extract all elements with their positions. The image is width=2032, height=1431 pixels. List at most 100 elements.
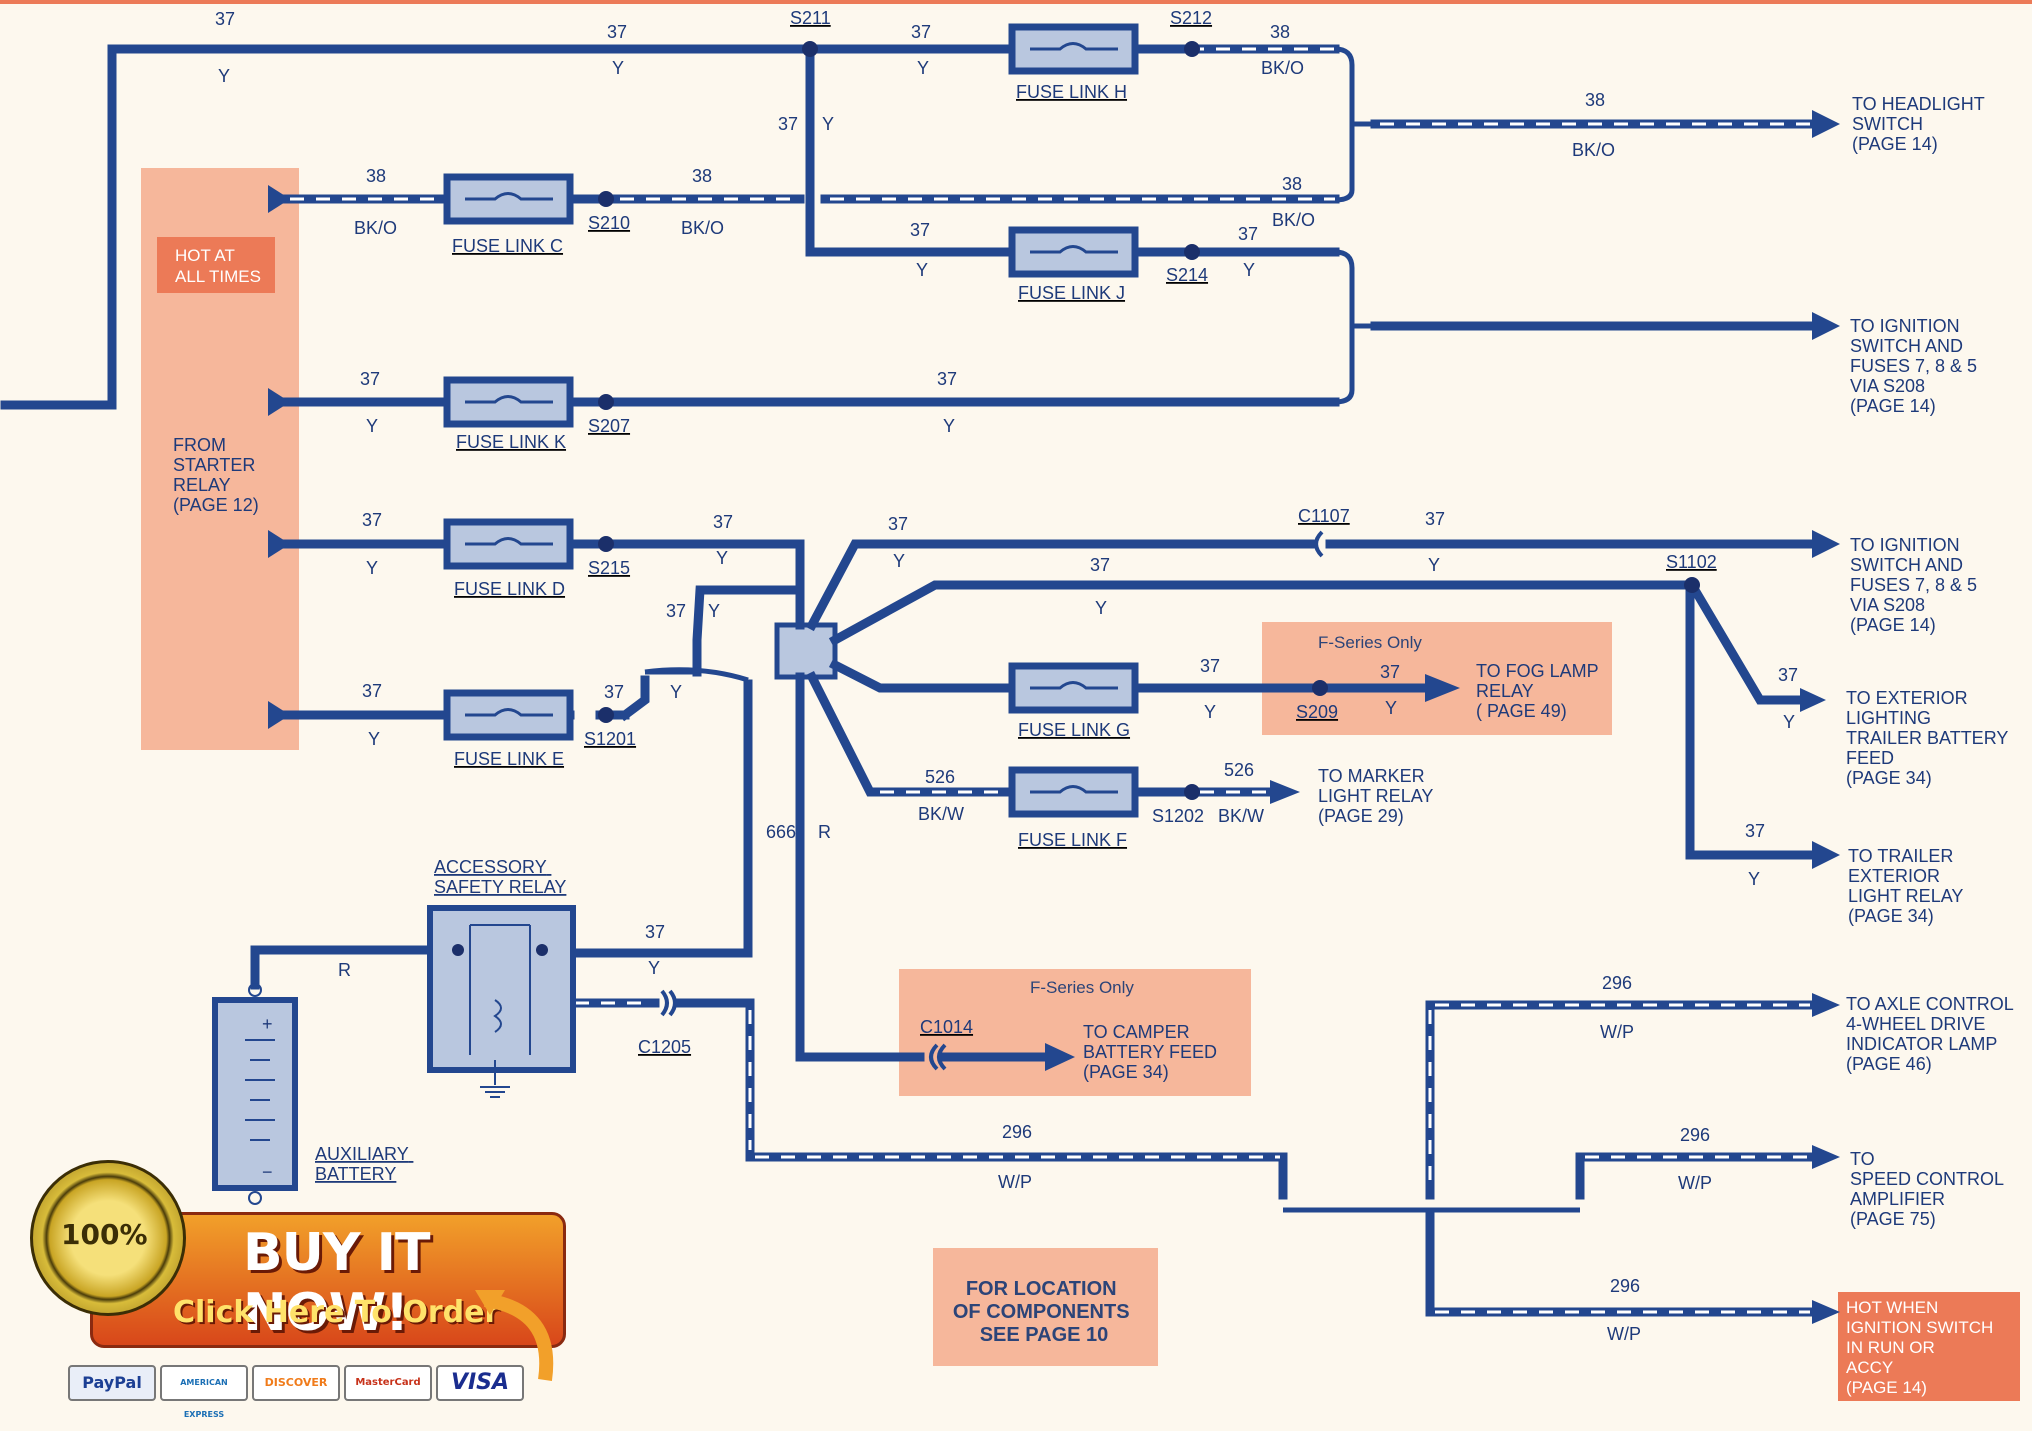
- arrow-ignition-2: [1812, 530, 1840, 558]
- wire-color: W/P: [1607, 1324, 1641, 1344]
- wire-num: 37: [1380, 662, 1400, 682]
- wire-color: Y: [366, 558, 378, 578]
- splice-dot-s214: [1184, 244, 1200, 260]
- wire-color: Y: [1748, 869, 1760, 889]
- wire-num: 37: [910, 220, 930, 240]
- wire-color: Y: [822, 114, 834, 134]
- location-note-panel: [933, 1248, 1158, 1366]
- splice-dot-s1102: [1684, 577, 1700, 593]
- feed-arrow-d: [268, 530, 290, 558]
- wire-num: 38: [1270, 22, 1290, 42]
- wire-num: 37: [215, 9, 235, 29]
- camper-fseries-note: F-Series Only: [1030, 978, 1134, 997]
- visa-logo[interactable]: VISA: [436, 1365, 524, 1401]
- auxiliary-battery: [212, 983, 298, 1205]
- paypal-logo[interactable]: PayPal: [68, 1365, 156, 1401]
- discover-logo[interactable]: DISCOVER: [252, 1365, 340, 1401]
- dest-axle-control: TO AXLE CONTROL 4-WHEEL DRIVE INDICATOR …: [1846, 994, 2018, 1074]
- splice-dot-s211: [802, 41, 818, 57]
- connector-c1014-label: C1014: [920, 1017, 973, 1037]
- connector-c1107-label: C1107: [1298, 506, 1350, 526]
- wire-37-top-feed: [0, 44, 815, 410]
- fuse-link-c-label: FUSE LINK C: [452, 236, 563, 256]
- junction-block: [774, 622, 838, 680]
- buy-it-now-ad[interactable]: BUY IT NOW! Click Here To Order 100% Pay…: [30, 1160, 570, 1419]
- wire-num: 38: [1282, 174, 1302, 194]
- fuse-link-e-label: FUSE LINK E: [454, 749, 564, 769]
- feed-arrow-c: [268, 185, 290, 213]
- top-border: [0, 0, 2032, 4]
- wire-color: Y: [893, 551, 905, 571]
- splice-s1201: S1201: [584, 729, 636, 749]
- dest-hot-when: HOT WHEN IGNITION SWITCH IN RUN OR ACCY …: [1846, 1298, 1998, 1397]
- wire-37-to-s1102: [828, 580, 1695, 647]
- splice-dot-s1202: [1184, 784, 1200, 800]
- wire-color: Y: [1243, 260, 1255, 280]
- arrow-marker: [1270, 780, 1300, 804]
- fuse-link-h: [1008, 23, 1139, 75]
- hot-at-all-times-badge: [157, 237, 275, 293]
- feed-arrow-e: [268, 701, 290, 729]
- wire-num: 37: [888, 514, 908, 534]
- wire-296-to-junction: [675, 998, 1288, 1200]
- fuse-link-f: [1008, 766, 1139, 818]
- splice-dot-s212: [1184, 41, 1200, 57]
- wire-color: Y: [1204, 702, 1216, 722]
- connector-c1014: [929, 1043, 947, 1071]
- location-note: FOR LOCATION OF COMPONENTS SEE PAGE 10: [953, 1278, 1135, 1346]
- wire-num: 296: [1680, 1125, 1710, 1145]
- wire-37-to-trailer: [1685, 580, 1817, 860]
- arrow-fog: [1425, 674, 1460, 702]
- wire-296-to-speed: [1575, 1152, 1817, 1200]
- splice-s215: S215: [588, 558, 630, 578]
- fuse-link-j: [1008, 226, 1139, 278]
- wire-num: 37: [1238, 224, 1258, 244]
- wire-296-hot-when: [1425, 1210, 1817, 1317]
- wire-color: Y: [917, 58, 929, 78]
- wire-num: 37: [1425, 509, 1445, 529]
- wire-37-to-c1107: [805, 539, 1315, 632]
- fuse-link-d-label: FUSE LINK D: [454, 579, 565, 599]
- dest-ignition-2: TO IGNITION SWITCH AND FUSES 7, 8 & 5 VI…: [1850, 535, 1982, 635]
- fuse-link-e: [443, 689, 574, 741]
- camper-label: TO CAMPER BATTERY FEED (PAGE 34): [1083, 1022, 1222, 1082]
- ad-subline[interactable]: Click Here To Order: [173, 1295, 500, 1330]
- wire-color: Y: [648, 958, 660, 978]
- wire-num: 37: [360, 369, 380, 389]
- battery-minus-label: −: [262, 1162, 273, 1182]
- wire-num: 37: [1745, 821, 1765, 841]
- hot-at-all-times-label: HOT AT ALL TIMES: [175, 246, 261, 286]
- wire-666-to-camper: [795, 672, 925, 1062]
- feed-arrow-k: [268, 388, 290, 416]
- wire-color: BK/O: [1261, 58, 1304, 78]
- wire-color: Y: [1428, 555, 1440, 575]
- wire-color: R: [818, 822, 831, 842]
- wire-num: 296: [1602, 973, 1632, 993]
- arrow-headlight: [1812, 110, 1840, 138]
- wire-num: 38: [366, 166, 386, 186]
- dest-exterior-lighting: TO EXTERIOR LIGHTING TRAILER BATTERY FEE…: [1846, 688, 2013, 788]
- wire-color: Y: [916, 260, 928, 280]
- wire-num: 38: [1585, 90, 1605, 110]
- wire-color: Y: [1095, 598, 1107, 618]
- fuse-link-k: [443, 376, 574, 428]
- wire-color: Y: [612, 58, 624, 78]
- wire-num: 296: [1610, 1276, 1640, 1296]
- fog-fseries-note: F-Series Only: [1318, 633, 1422, 652]
- splice-s214: S214: [1166, 265, 1208, 285]
- wire-color: R: [338, 960, 351, 980]
- fuse-link-k-label: FUSE LINK K: [456, 432, 566, 452]
- wire-color: BK/W: [918, 804, 964, 824]
- wire-color: Y: [716, 548, 728, 568]
- splice-s1202: S1202: [1152, 806, 1204, 826]
- wire-color: Y: [708, 601, 720, 621]
- dest-speed-control: TO SPEED CONTROL AMPLIFIER (PAGE 75): [1850, 1149, 2008, 1229]
- amex-logo[interactable]: AMERICAN EXPRESS: [160, 1365, 248, 1419]
- fuse-link-d: [443, 518, 574, 570]
- wire-num: 37: [604, 682, 624, 702]
- fuse-link-g: [1008, 662, 1139, 714]
- mastercard-logo[interactable]: MasterCard: [344, 1365, 432, 1401]
- wire-num: 296: [1002, 1122, 1032, 1142]
- wire-37-to-relay: [570, 679, 753, 958]
- splice-s1102: S1102: [1666, 552, 1717, 572]
